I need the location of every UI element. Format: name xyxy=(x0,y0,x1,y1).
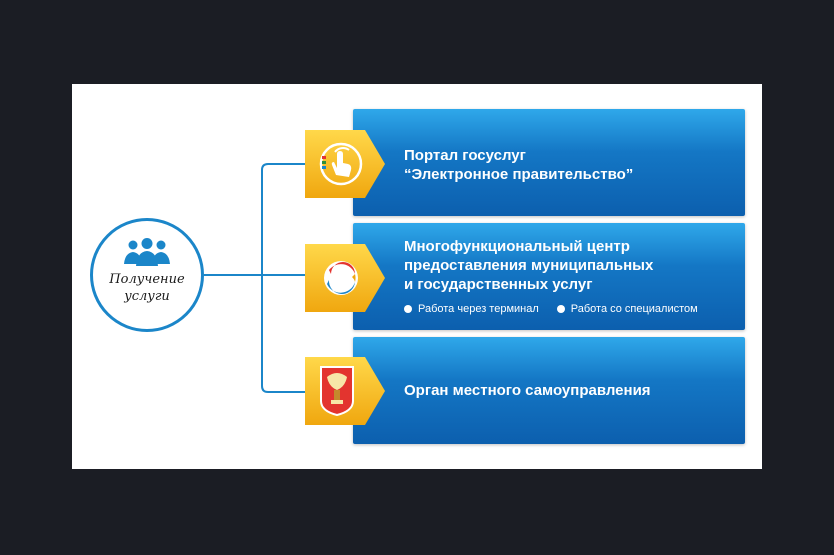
service-badge-local-government xyxy=(305,357,385,425)
connector-lines xyxy=(204,163,306,393)
service-badge-portal xyxy=(305,130,385,198)
service-card-local-government[interactable]: Орган местного самоуправления xyxy=(353,337,745,444)
service-card-portal[interactable]: Портал госуслуг “Электронное правительст… xyxy=(353,109,745,216)
coat-of-arms-icon xyxy=(305,357,385,425)
service-title: Орган местного самоуправления xyxy=(404,382,651,399)
branch-trunk xyxy=(261,163,306,393)
bullet-dot-icon xyxy=(556,305,565,313)
hub-label: Получение услуги xyxy=(109,272,185,304)
bullet-dot-icon xyxy=(404,305,412,313)
touch-hand-icon xyxy=(305,130,385,198)
mfc-logo-icon xyxy=(305,244,385,312)
option-label: Работа со специалистом xyxy=(570,303,698,315)
diagram-panel: Получение услуги Портал госуслуг “Электр… xyxy=(72,84,762,469)
people-group-icon xyxy=(124,238,170,266)
option-specialist[interactable]: Работа со специалистом xyxy=(556,303,698,315)
option-terminal[interactable]: Работа через терминал xyxy=(404,303,539,315)
service-title: Многофункциональный центр предоставления… xyxy=(404,238,654,293)
service-card-mfc[interactable]: Многофункциональный центр предоставления… xyxy=(353,223,745,330)
service-options: Работа через терминал Работа со специали… xyxy=(404,303,698,315)
service-title: Портал госуслуг “Электронное правительст… xyxy=(404,147,634,183)
service-badge-mfc xyxy=(305,244,385,312)
option-label: Работа через терминал xyxy=(418,303,539,315)
hub-circle: Получение услуги xyxy=(90,218,204,332)
